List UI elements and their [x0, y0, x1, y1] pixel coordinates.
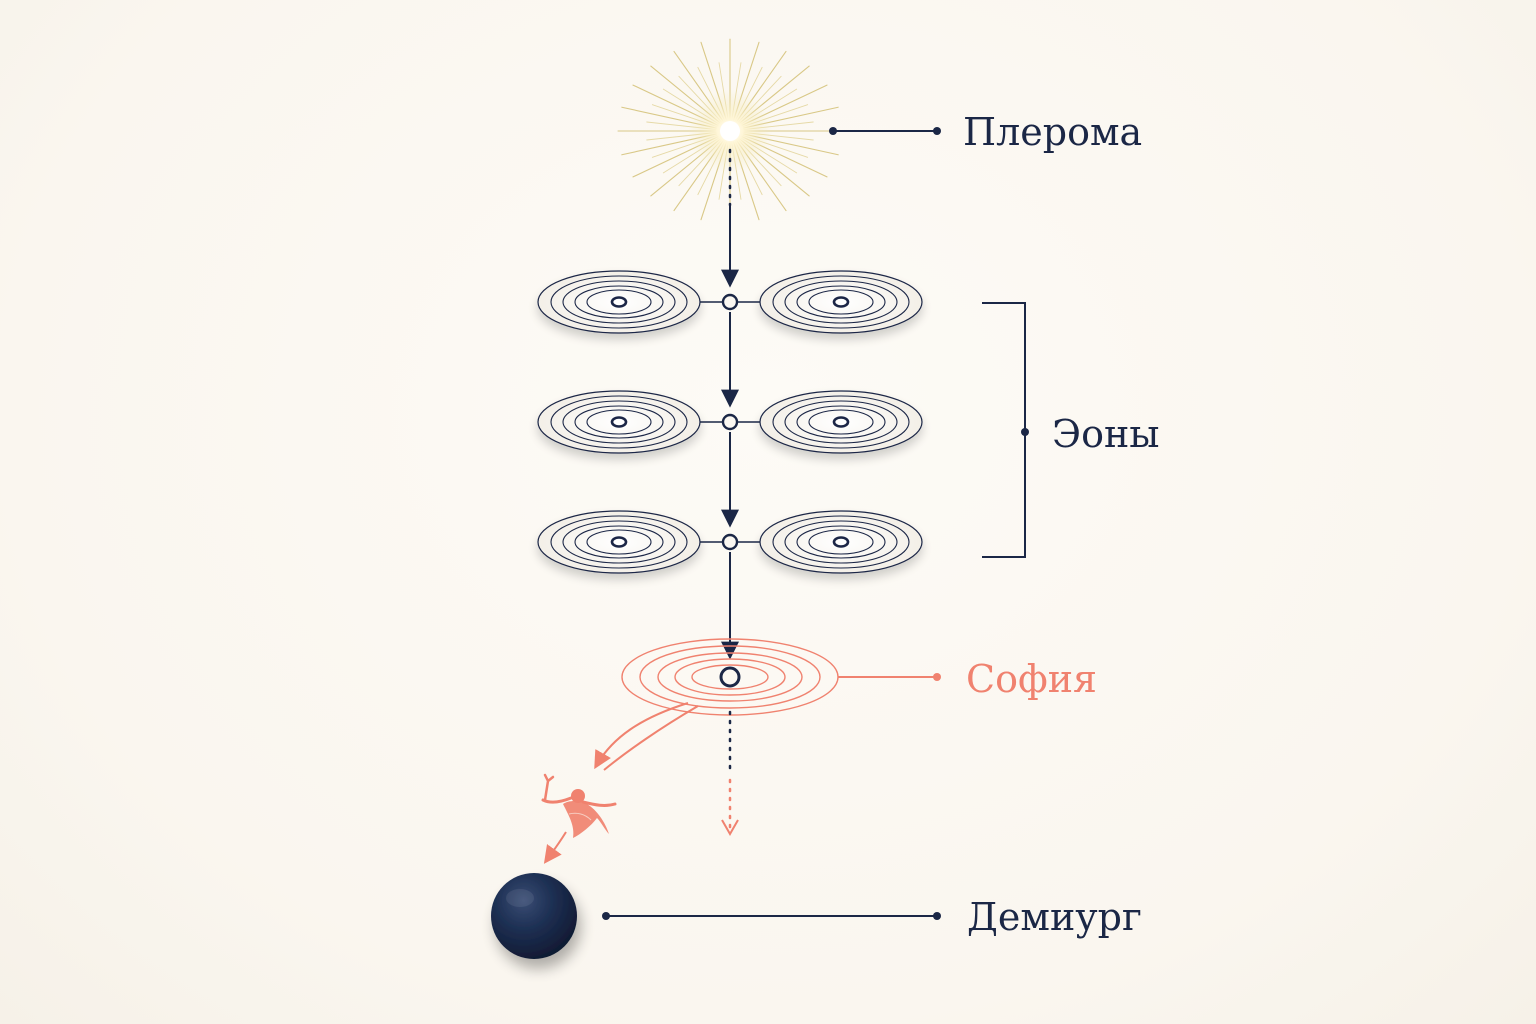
pleroma-connector — [829, 127, 941, 135]
sophia-descent-arrowhead — [721, 819, 739, 837]
aeon-disc-right-icon — [759, 390, 923, 454]
aeon-disc-left-icon — [537, 270, 701, 334]
aeons-label: Эоны — [1052, 412, 1160, 456]
sophia-connector — [838, 673, 941, 681]
demiurge-sphere-icon — [491, 873, 577, 959]
aeon-row-2 — [537, 390, 923, 454]
demiurge-connector — [602, 912, 941, 920]
sophia-fall-arrow-outer — [594, 702, 689, 770]
aeon-row-3 — [537, 510, 923, 574]
figure-to-demiurge-arrow — [543, 831, 567, 864]
aeon-node — [721, 413, 739, 431]
sophia-ripple-icon — [621, 638, 839, 716]
falling-sophia-figure-icon — [541, 773, 617, 838]
pleroma-label: Плерома — [963, 110, 1142, 154]
aeons-bracket — [982, 302, 1029, 558]
aeon-disc-right-icon — [759, 510, 923, 574]
aeon-row-1 — [537, 270, 923, 334]
sophia-fall-arrow-inner — [603, 705, 699, 771]
aeon-disc-left-icon — [537, 510, 701, 574]
aeon-disc-right-icon — [759, 270, 923, 334]
aeon-node — [721, 533, 739, 551]
aeon-node — [721, 293, 739, 311]
pleroma-sun-icon — [617, 38, 843, 224]
sophia-label: София — [966, 657, 1097, 701]
demiurge-label: Демиург — [967, 895, 1142, 939]
aeon-disc-left-icon — [537, 390, 701, 454]
